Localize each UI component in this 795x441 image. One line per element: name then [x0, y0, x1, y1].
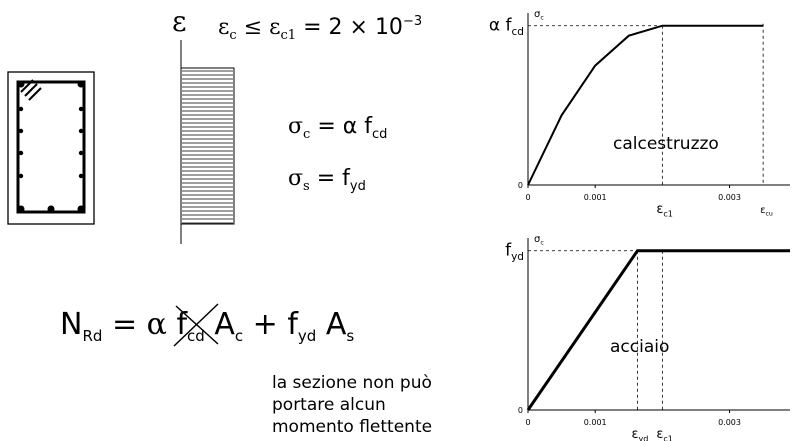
y-level-label: fyd — [505, 241, 524, 263]
y-level-label: α fcd — [489, 16, 524, 38]
rebar-side — [78, 106, 84, 112]
y-tick-label: 0 — [518, 181, 523, 190]
y-axis-label: σc — [534, 9, 544, 22]
note-line: momento flettente — [272, 417, 433, 437]
rebars — [17, 80, 85, 213]
y-tick-label: 0 — [518, 406, 523, 415]
crossed-term: fcd — [173, 303, 219, 353]
section-outline — [7, 71, 95, 225]
rebar-side — [78, 128, 84, 134]
series-line — [526, 249, 790, 411]
stirrup-hook — [20, 79, 42, 101]
steel-stress-eq: σs = fyd — [288, 166, 366, 194]
strike-cross — [173, 303, 219, 347]
x-marker-label: εyd — [632, 427, 649, 441]
rebar-side — [18, 128, 24, 134]
series-label: calcestruzzo — [613, 134, 719, 154]
rebar-side — [18, 106, 24, 112]
rebar-side — [78, 150, 84, 156]
x-tick-label: 0.001 — [584, 193, 607, 202]
rebar-corner — [17, 205, 25, 213]
section-note: la sezione non può portare alcun momento… — [272, 372, 432, 438]
cross-section-diagram — [7, 71, 95, 225]
rebar-corner — [77, 205, 85, 213]
x-marker-label: εc1 — [656, 202, 673, 218]
concrete-stress-eq: σc = α fcd — [288, 114, 388, 142]
resistance-formula: NRd = α fcd Ac + fyd As — [60, 303, 354, 353]
x-tick-label: 0 — [525, 418, 530, 427]
series-line — [527, 24, 764, 186]
rebar-corner — [17, 80, 25, 88]
rebar-side — [18, 150, 24, 156]
rebar-side — [18, 173, 24, 179]
strain-symbol: ε — [172, 5, 187, 38]
x-tick-label: 0.003 — [718, 418, 741, 427]
series-label: acciaio — [610, 337, 669, 357]
rebar-corner — [77, 80, 85, 88]
note-line: portare alcun — [272, 395, 386, 415]
strain-hatching — [182, 70, 233, 224]
x-marker-label: εc1 — [656, 427, 673, 441]
x-tick-label: 0.001 — [584, 418, 607, 427]
y-axis-label: σc — [534, 234, 544, 247]
strain-condition: εc ≤ εc1 = 2 × 10−3 — [218, 14, 423, 43]
strain-block — [180, 67, 235, 225]
x-tick-label: 0.003 — [718, 193, 741, 202]
x-marker-label: εcu — [760, 205, 773, 218]
rebar-bottom — [47, 205, 55, 213]
note-line: la sezione non può — [272, 373, 432, 393]
x-tick-label: 0 — [525, 193, 530, 202]
rebar-side — [78, 173, 84, 179]
strain-diagram — [180, 40, 235, 244]
